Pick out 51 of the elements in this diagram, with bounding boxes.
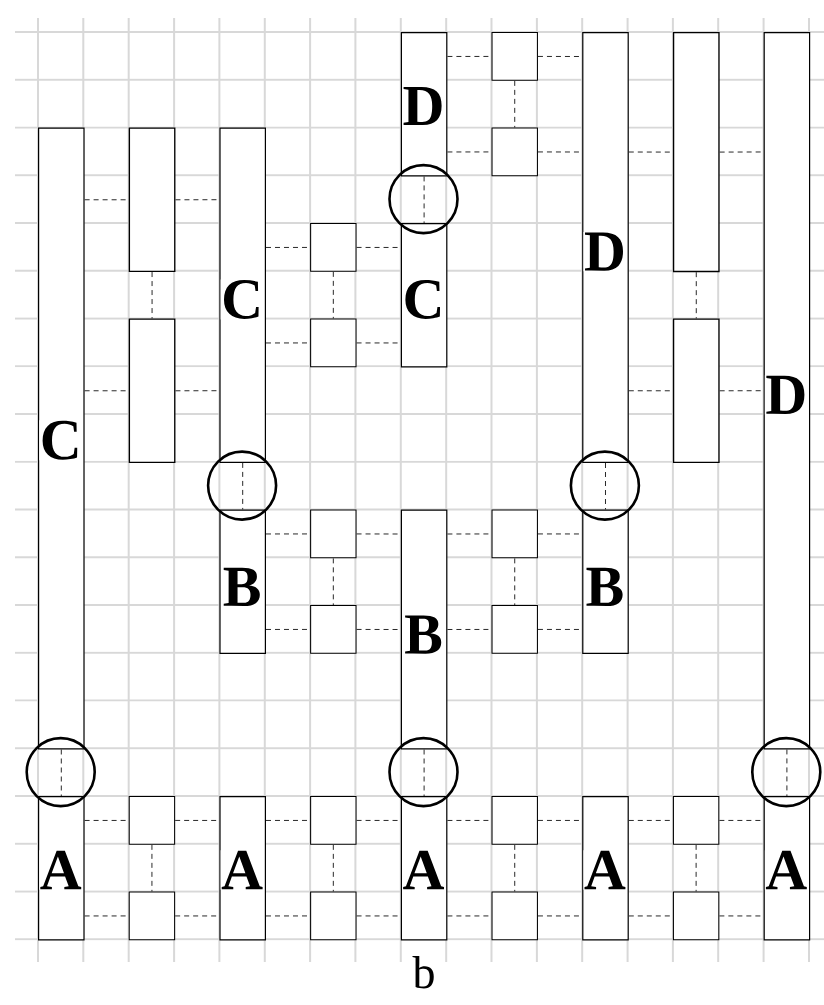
square-box [310, 891, 357, 941]
caption: b [412, 956, 434, 989]
dashed-link [514, 557, 516, 606]
lettered-bar: C [400, 223, 448, 368]
dashed-link [242, 462, 244, 510]
dashed-link [514, 844, 516, 892]
square-box [491, 796, 538, 845]
dashed-link [695, 844, 697, 892]
lettered-bar: A [400, 796, 448, 941]
square-box [310, 223, 357, 272]
dashed-link [786, 748, 788, 797]
square-box [491, 32, 538, 81]
square-box [128, 796, 176, 845]
lettered-bar: C [219, 127, 266, 463]
lettered-bar: A [38, 796, 85, 941]
square-box [310, 318, 357, 368]
lettered-bar: D [400, 32, 448, 177]
dashed-link [332, 844, 334, 892]
dashed-link [60, 749, 62, 797]
lettered-bar: C [38, 127, 85, 750]
dashed-link [514, 80, 516, 128]
dashed-link [332, 557, 334, 606]
square-box [310, 605, 357, 654]
bar [128, 318, 176, 464]
bar [672, 318, 720, 464]
dashed-link [423, 749, 425, 797]
lettered-bar: A [763, 796, 811, 941]
dashed-link [423, 175, 425, 224]
lettered-bar: A [219, 796, 266, 941]
lettered-bar: B [400, 509, 448, 750]
bar [672, 32, 720, 273]
lettered-bar: B [219, 509, 266, 654]
square-box [310, 509, 357, 559]
square-box [491, 605, 538, 654]
dashed-link [605, 462, 606, 510]
dashed-link [695, 271, 697, 319]
dashed-link [332, 271, 334, 319]
square-box [672, 891, 720, 941]
lettered-bar: D [763, 32, 811, 750]
dashed-link [151, 844, 153, 892]
square-box [310, 796, 357, 845]
square-box [491, 127, 538, 177]
square-box [128, 891, 176, 941]
square-box [491, 509, 538, 559]
square-box [491, 891, 538, 941]
lettered-bar: D [582, 32, 629, 463]
square-box [672, 796, 720, 845]
lettered-bar: B [582, 509, 629, 654]
dashed-link [151, 271, 153, 319]
lettered-bar: A [582, 796, 629, 941]
bar [128, 127, 176, 273]
